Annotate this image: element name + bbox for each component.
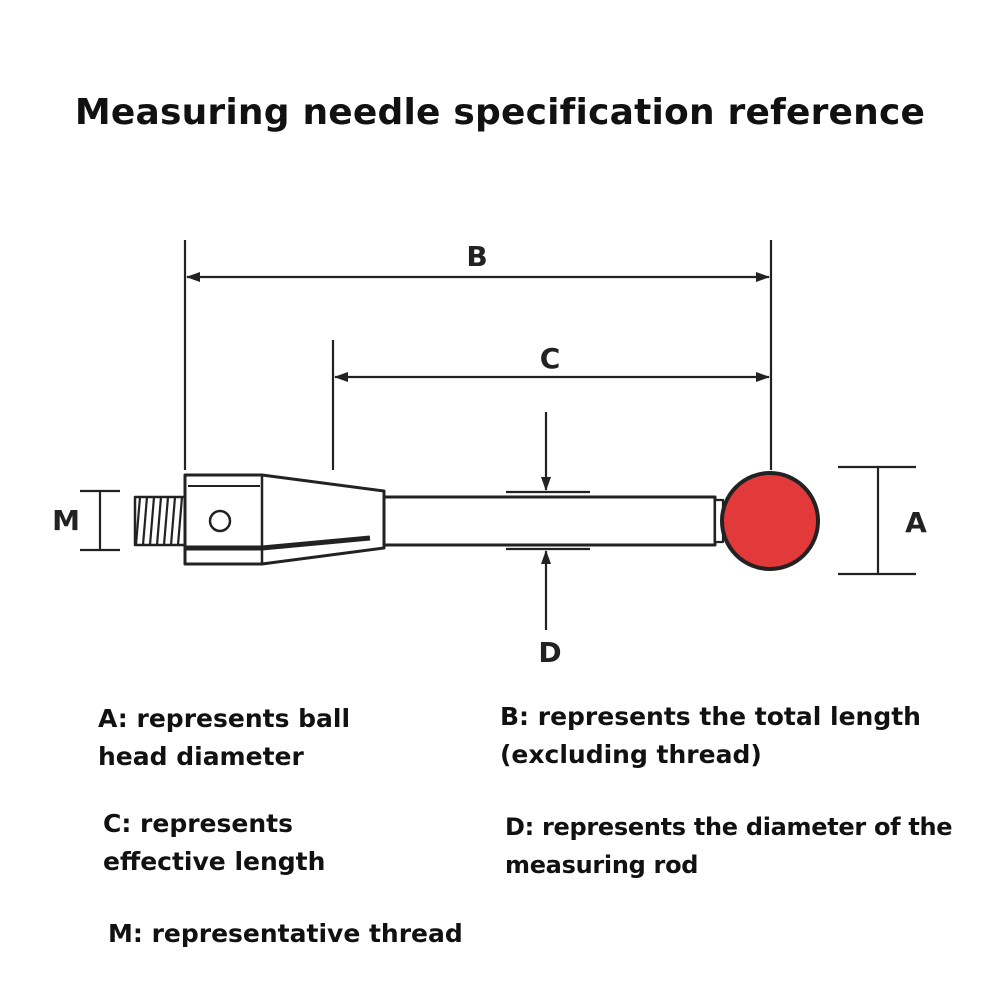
thread	[133, 495, 187, 547]
legend-m-line1: M: representative thread	[108, 919, 463, 948]
dimension-c-label: C	[540, 342, 561, 375]
legend-b: B: represents the total length (excludin…	[500, 698, 980, 774]
measuring-rod	[382, 495, 717, 547]
collar-hole-icon	[208, 509, 232, 533]
dimension-m-label: M	[52, 504, 80, 537]
dimension-a-label: A	[905, 506, 927, 539]
legend-m: M: representative thread	[108, 915, 568, 953]
legend-b-line1: B: represents the total length	[500, 702, 921, 731]
dimension-a	[838, 465, 916, 576]
ball-tip	[720, 471, 820, 571]
legend-c-line1: C: represents	[103, 809, 293, 838]
dimension-d	[506, 412, 590, 630]
legend-d-line1: D: represents the diameter of the	[505, 813, 953, 841]
page-title: Measuring needle specification reference	[74, 92, 926, 133]
stylus	[133, 471, 820, 571]
legend-c-line2: effective length	[103, 847, 326, 876]
legend-a-line1: A: represents ball	[98, 704, 351, 733]
dimension-c	[331, 340, 770, 470]
legend-a-line2: head diameter	[98, 742, 304, 771]
legend-c: C: represents effective length	[103, 805, 483, 881]
dimension-m	[80, 489, 120, 552]
legend-d: D: represents the diameter of the measur…	[505, 808, 995, 884]
legend-d-line2: measuring rod	[505, 851, 699, 879]
dimension-d-label: D	[538, 636, 561, 669]
dimension-b	[183, 240, 773, 470]
legend-b-line2: (excluding thread)	[500, 740, 762, 769]
dimension-b-label: B	[466, 240, 487, 273]
stylus-diagram: B C D A M	[52, 240, 927, 669]
legend-a: A: represents ball head diameter	[98, 700, 478, 776]
